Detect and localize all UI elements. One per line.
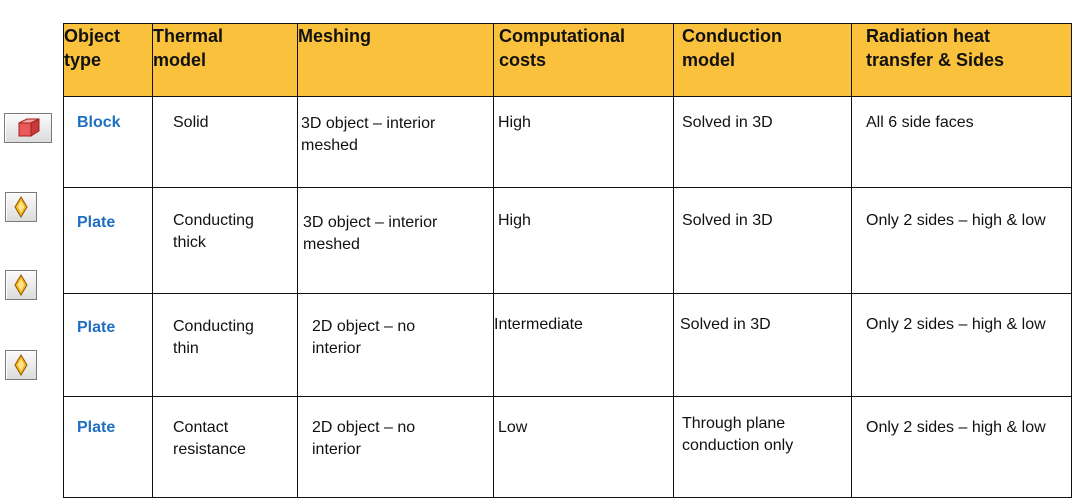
cell-object-type: Plate	[63, 396, 153, 498]
table-row: Plate Conducting thin 2D object – no int…	[63, 293, 1072, 397]
cell-conduction-model: Solved in 3D	[673, 187, 852, 294]
cell-computational-costs: High	[493, 96, 674, 188]
table-row: Plate Contact resistance 2D object – no …	[63, 396, 1072, 498]
cell-thermal-model: Conducting thin	[152, 293, 298, 397]
plate-icon	[14, 274, 28, 296]
cell-object-type: Block	[63, 96, 153, 188]
header-radiation-sides: Radiation heat transfer & Sides	[851, 23, 1072, 97]
header-object-type: Object type	[63, 23, 153, 97]
cell-meshing: 2D object – no interior	[297, 293, 494, 397]
block-icon	[18, 118, 40, 137]
header-thermal-model: Thermal model	[152, 23, 298, 97]
plate-icon-button[interactable]	[5, 192, 37, 222]
cell-computational-costs: Intermediate	[493, 293, 674, 397]
header-meshing: Meshing	[297, 23, 494, 97]
header-row: Object type Thermal model Meshing Comput…	[63, 23, 1072, 97]
plate-icon-button[interactable]	[5, 270, 37, 300]
object-icon-column	[0, 0, 62, 423]
cell-radiation-sides: Only 2 sides – high & low	[851, 293, 1072, 397]
cell-conduction-model: Solved in 3D	[673, 96, 852, 188]
cell-object-type: Plate	[63, 187, 153, 294]
cell-computational-costs: Low	[493, 396, 674, 498]
cell-radiation-sides: Only 2 sides – high & low	[851, 396, 1072, 498]
table-row: Block Solid 3D object – interior meshed …	[63, 96, 1072, 188]
plate-icon	[14, 354, 28, 376]
cell-conduction-model: Through plane conduction only	[673, 396, 852, 498]
header-computational-costs: Computational costs	[493, 23, 674, 97]
object-type-table: Object type Thermal model Meshing Comput…	[63, 23, 1072, 498]
cell-thermal-model: Solid	[152, 96, 298, 188]
block-icon-button[interactable]	[4, 113, 52, 143]
cell-meshing: 3D object – interior meshed	[297, 187, 494, 294]
cell-meshing: 2D object – no interior	[297, 396, 494, 498]
cell-conduction-model: Solved in 3D	[673, 293, 852, 397]
cell-computational-costs: High	[493, 187, 674, 294]
header-conduction-model: Conduction model	[673, 23, 852, 97]
cell-radiation-sides: Only 2 sides – high & low	[851, 187, 1072, 294]
cell-thermal-model: Conducting thick	[152, 187, 298, 294]
cell-thermal-model: Contact resistance	[152, 396, 298, 498]
table-row: Plate Conducting thick 3D object – inter…	[63, 187, 1072, 294]
cell-object-type: Plate	[63, 293, 153, 397]
plate-icon-button[interactable]	[5, 350, 37, 380]
plate-icon	[14, 196, 28, 218]
cell-meshing: 3D object – interior meshed	[297, 96, 494, 188]
cell-radiation-sides: All 6 side faces	[851, 96, 1072, 188]
